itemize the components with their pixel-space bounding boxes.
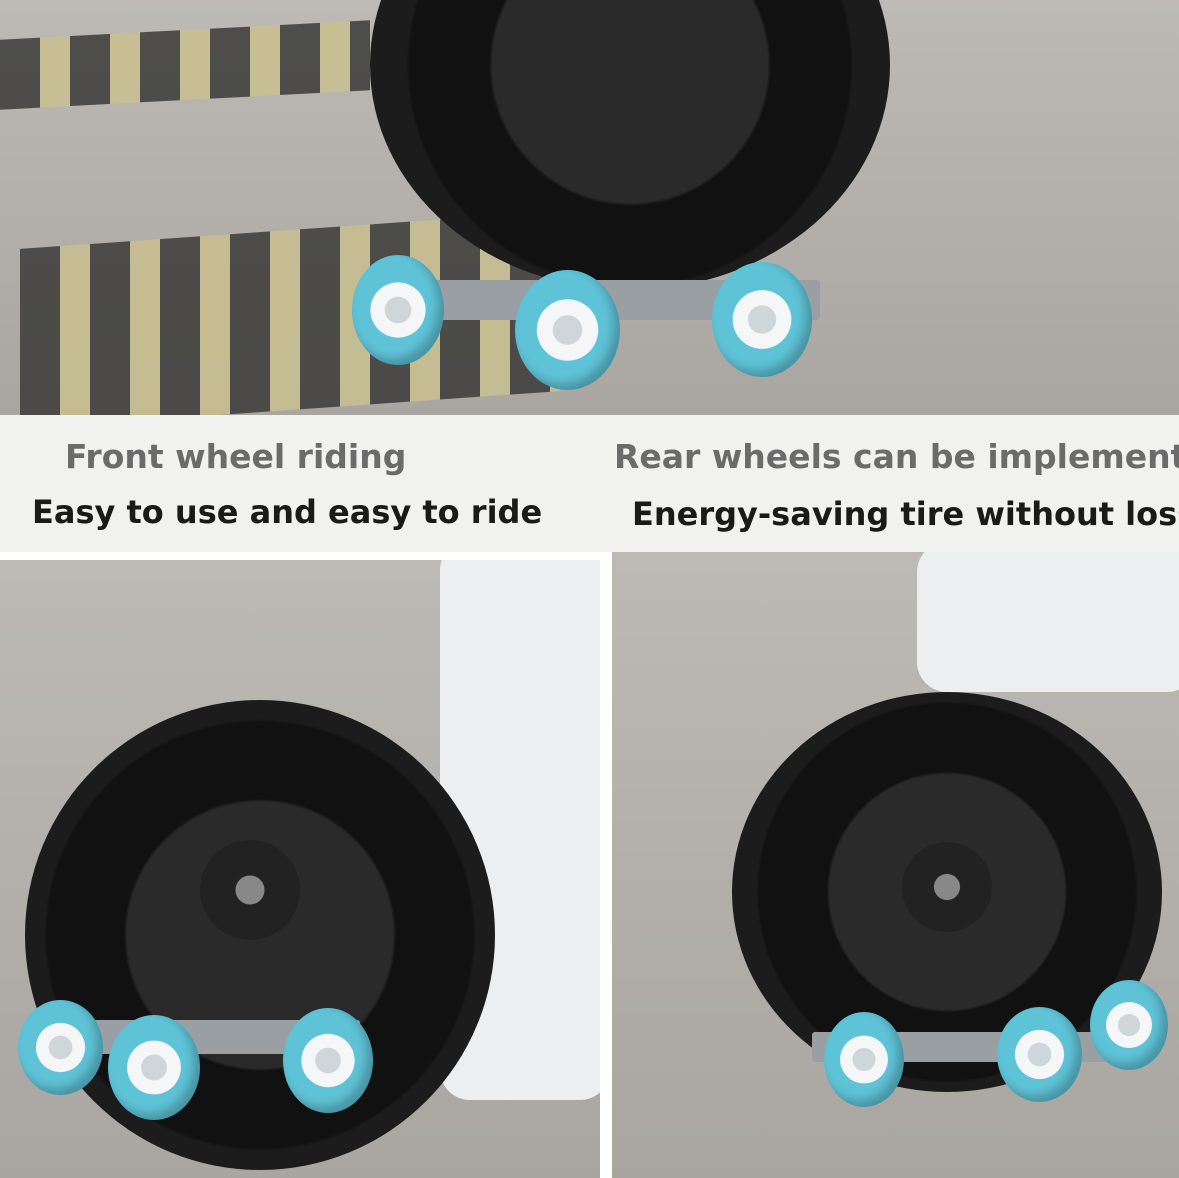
left-caption-title: Front wheel riding bbox=[65, 437, 407, 476]
caption-band: Front wheel riding Easy to use and easy … bbox=[0, 415, 1179, 552]
speed-bump bbox=[0, 20, 370, 110]
right-caption-subtitle: Energy-saving tire without loss bbox=[632, 495, 1179, 533]
blue-caster-wheel bbox=[997, 1007, 1082, 1102]
wheel-hub bbox=[200, 840, 300, 940]
blue-caster-wheel bbox=[283, 1008, 373, 1113]
wheel-hub bbox=[902, 842, 992, 932]
blue-caster-wheel bbox=[352, 255, 444, 365]
bottom-right-photo-rear-wheel bbox=[612, 552, 1179, 1178]
bottom-left-photo-front-wheel bbox=[0, 560, 600, 1178]
blue-caster-wheel bbox=[1090, 980, 1168, 1070]
scooter-body bbox=[917, 552, 1179, 692]
left-caption-subtitle: Easy to use and easy to ride bbox=[32, 493, 543, 531]
top-photo-scooter-wheel-on-mover bbox=[0, 0, 1179, 415]
blue-caster-wheel bbox=[712, 262, 812, 377]
blue-caster-wheel bbox=[18, 1000, 103, 1095]
blue-caster-wheel bbox=[515, 270, 620, 390]
right-caption-title: Rear wheels can be implemented bbox=[614, 437, 1179, 476]
blue-caster-wheel bbox=[824, 1012, 904, 1107]
blue-caster-wheel bbox=[108, 1015, 200, 1120]
